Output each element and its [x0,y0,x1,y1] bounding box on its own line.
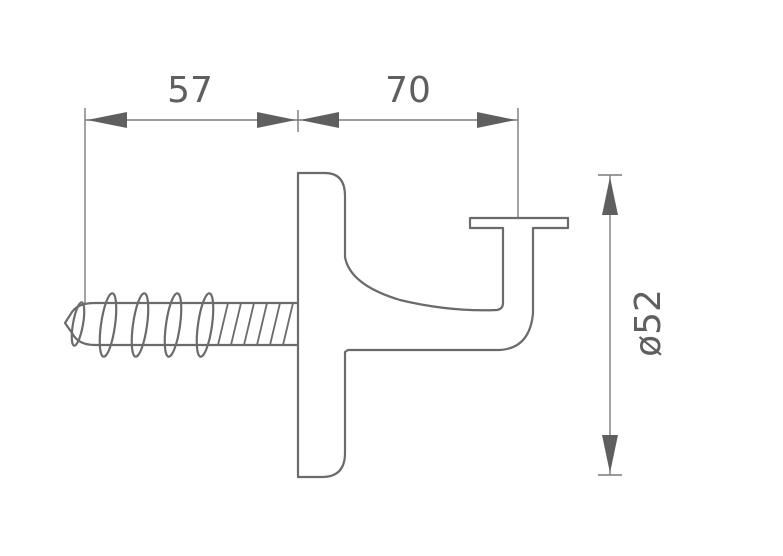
lag-screw [63,292,298,358]
arrow-left-icon [87,112,127,128]
screw-threads [70,292,215,358]
dimension-label-57: 57 [167,70,213,111]
dimension-label-diameter: ø52 [628,289,669,357]
horizontal-dimensions: 57 70 [84,70,519,303]
bracket-body [296,171,570,479]
arrow-up-icon [602,177,618,215]
arrow-right-icon [477,112,516,128]
screw-hatching [217,302,294,346]
arrow-left-icon [300,112,339,128]
arrow-down-icon [602,435,618,473]
vertical-dimension: ø52 [598,174,669,476]
screw-shank [63,301,298,347]
dimension-label-70: 70 [385,70,431,111]
arrow-right-icon [257,112,296,128]
